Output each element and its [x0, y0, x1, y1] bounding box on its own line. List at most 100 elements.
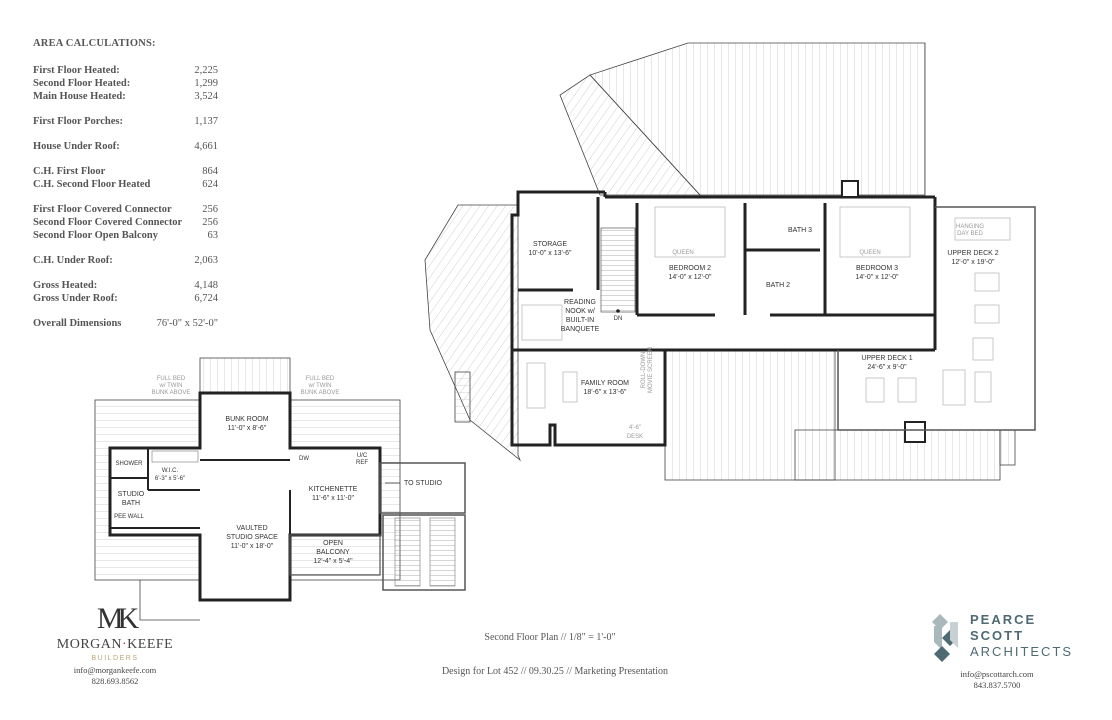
builder-logo: MK MORGAN·KEEFE BUILDERS info@morgankeef…: [40, 603, 190, 687]
calc-value: 3,524: [194, 91, 218, 102]
builder-name: MORGAN·KEEFE: [56, 637, 174, 652]
plan-title: Second Floor Plan // 1/8" = 1'-0": [484, 632, 616, 643]
open-balcony: [289, 534, 381, 576]
calc-row: C.H. Under Roof: 2,063: [33, 254, 218, 267]
shower-label: SHOWER: [116, 461, 144, 467]
calc-label: Second Floor Open Balcony: [33, 230, 158, 241]
reading-nook-label: READING: [564, 299, 596, 306]
main-roof: [424, 42, 1016, 481]
storage-dims: 10'-0" x 13'-6": [528, 250, 572, 257]
upper-deck1-label: UPPER DECK 1: [861, 355, 912, 362]
calc-value: 4,661: [194, 141, 218, 152]
area-calculations: AREA CALCULATIONS: First Floor Heated:2,…: [33, 38, 218, 342]
calc-row: C.H. First Floor 864: [33, 165, 218, 178]
calc-label: First Floor Covered Connector: [33, 204, 172, 215]
bath3-label: BATH 3: [788, 227, 812, 234]
connector-stair: [429, 517, 456, 587]
wic-dims: 6'-3" x 5'-6": [155, 476, 185, 482]
bedroom3-dims: 14'-0" x 12'-0": [855, 274, 899, 281]
calc-label: Gross Under Roof:: [33, 293, 118, 304]
bedroom2-label: BEDROOM 2: [669, 265, 711, 272]
calc-label: C.H. First Floor: [33, 166, 106, 177]
architect-line1: PEARCE: [970, 612, 1037, 627]
bed-label: QUEEN: [859, 250, 880, 256]
calc-row: First Floor Porches: 1,137: [33, 115, 218, 128]
architect-logo-mark: [932, 614, 958, 662]
architect-phone: 843.837.5700: [973, 680, 1021, 690]
stair-dn-label: DN: [614, 316, 623, 322]
calc-label: Gross Heated:: [33, 280, 98, 291]
bunk-note: BUNK ABOVE: [301, 390, 340, 396]
calc-value: 63: [207, 230, 219, 241]
builder-name-a: MORGAN: [56, 637, 122, 652]
desk-label: DESK: [627, 434, 643, 440]
calc-label: Main House Heated:: [33, 91, 126, 102]
calc-value: 1,137: [194, 116, 218, 127]
bunk-note: w/ TWIN: [159, 383, 183, 389]
carriage-house-walls: [108, 391, 382, 602]
calc-row: Gross Heated: 4,148: [33, 279, 218, 292]
chimney: [841, 180, 859, 198]
room-labels: STORAGE 10'-0" x 13'-6" READING NOOK w/ …: [114, 224, 999, 565]
calc-value: 864: [202, 166, 218, 177]
architect-name: PEARCE SCOTT ARCHITECTS: [970, 612, 1073, 660]
bunk-note: FULL BED: [306, 376, 335, 382]
bunk-room-dims: 11'-0" x 8'-6": [228, 425, 267, 432]
connector: [379, 462, 466, 591]
calc-label: Overall Dimensions: [33, 318, 122, 329]
calc-row: First Floor Heated: 2,225: [33, 64, 218, 77]
calc-row: Second Floor Open Balcony 63: [33, 229, 218, 242]
ref-label: U/C: [357, 453, 368, 459]
builder-email[interactable]: info@morgankeefe.com: [73, 665, 157, 675]
upper-decks: [837, 206, 1036, 431]
calc-row: Main House Heated: 3,524: [33, 90, 218, 103]
balcony-label: BALCONY: [316, 549, 350, 556]
desk-label: 4'-6": [629, 425, 641, 431]
kitchenette-dims: 11'-6" x 11'-0": [312, 495, 355, 502]
builder-sub: BUILDERS: [91, 655, 139, 662]
calc-label: First Floor Porches:: [33, 116, 124, 127]
bunk-note: w/ TWIN: [308, 383, 332, 389]
studio-bath-label: STUDIO: [118, 491, 145, 498]
storage-label: STORAGE: [533, 241, 567, 248]
day-bed-label: DAY BED: [957, 231, 983, 237]
architect-line2: SCOTT: [970, 628, 1025, 643]
pee-wall-label: PEE WALL: [114, 514, 144, 520]
stair-dn-marker: [616, 309, 620, 313]
architect-email[interactable]: info@pscottarch.com: [960, 669, 1034, 679]
calc-group: House Under Roof:4,661: [33, 140, 218, 153]
calc-value: 6,724: [194, 293, 218, 304]
bedroom3-label: BEDROOM 3: [856, 265, 898, 272]
calc-value: 1,299: [194, 78, 218, 89]
wic-label: W.I.C.: [162, 468, 179, 474]
calc-value: 2,225: [194, 65, 218, 76]
calc-label: First Floor Heated:: [33, 65, 120, 76]
design-line: Design for Lot 452 // 09.30.25 // Market…: [441, 666, 669, 677]
calc-value: 4,148: [194, 280, 218, 291]
calc-label: Second Floor Covered Connector: [33, 217, 183, 228]
architect-line3: ARCHITECTS: [970, 644, 1074, 659]
bath2-label: BATH 2: [766, 282, 790, 289]
bunk-note: FULL BED: [157, 376, 186, 382]
builder-phone: 828.693.8562: [91, 676, 139, 686]
calc-group: First Floor Porches: 1,137: [33, 115, 218, 128]
balcony-dims: 12'-4" x 5'-4": [313, 558, 353, 565]
studio-bath-label: BATH: [122, 500, 140, 507]
bed-label: QUEEN: [672, 250, 693, 256]
builder-monogram: MK: [96, 602, 139, 635]
calc-label: C.H. Second Floor Heated: [33, 179, 151, 190]
calc-value: 2,063: [194, 255, 218, 266]
upper-deck2-label: UPPER DECK 2: [947, 250, 998, 257]
calc-label: C.H. Under Roof:: [33, 255, 113, 266]
builder-name-b: KEEFE: [127, 637, 174, 652]
reading-nook-label: BUILT-IN: [566, 317, 594, 324]
architect-contact: info@pscottarch.com 843.837.5700: [942, 669, 1052, 691]
